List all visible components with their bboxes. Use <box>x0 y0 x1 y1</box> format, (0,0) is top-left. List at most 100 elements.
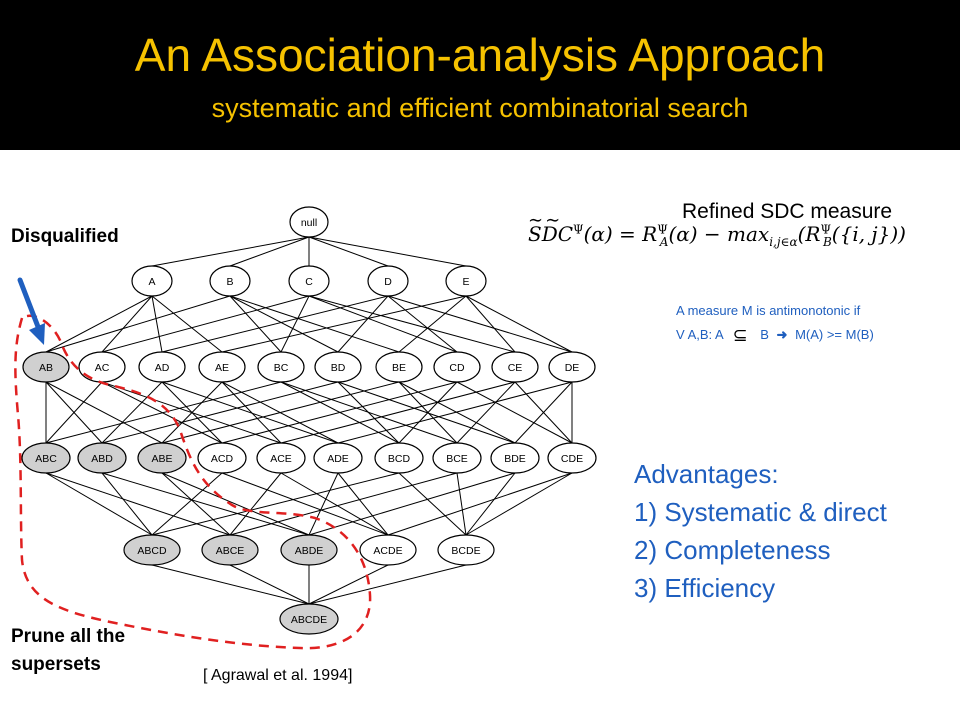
antimonotonic-condition-c: M(A) >= M(B) <box>795 327 874 342</box>
itemset-node-shape <box>548 351 596 383</box>
itemset-node-null: null <box>289 206 329 238</box>
itemset-node-label: ABCDE <box>291 614 327 626</box>
antimonotonic-line2: V A,B: A ⊆ B ➜ M(A) >= M(B) <box>676 326 874 344</box>
lattice-edge <box>161 472 310 536</box>
lattice-edge <box>465 472 516 536</box>
itemset-node-shape <box>197 442 247 474</box>
lattice-edge <box>221 472 389 536</box>
itemset-node-label: E <box>462 276 469 288</box>
lattice-edge <box>398 295 467 353</box>
lattice-edge <box>45 472 231 536</box>
lattice-edge <box>280 381 516 444</box>
lattice-edge <box>398 472 467 536</box>
lattice-edge <box>221 381 458 444</box>
itemset-node-label: BE <box>392 362 406 374</box>
itemset-node-shape <box>123 534 181 566</box>
lattice-edge <box>161 381 400 444</box>
lattice-edge <box>308 295 516 353</box>
lattice-edge <box>101 472 153 536</box>
itemset-node-bcde: BCDE <box>437 534 495 566</box>
itemset-node-label: ACE <box>270 453 292 465</box>
itemset-node-label: AE <box>215 362 229 374</box>
itemset-node-shape <box>131 265 173 297</box>
itemset-node-bde: BDE <box>490 442 540 474</box>
lattice-edge <box>229 295 400 353</box>
lattice-edge <box>101 381 163 444</box>
itemset-node-shape <box>201 534 259 566</box>
citation: [ Agrawal et al. 1994] <box>203 667 353 684</box>
lattice-edge <box>465 295 516 353</box>
lattice-edge <box>398 381 516 444</box>
itemset-node-shape <box>279 603 339 635</box>
itemset-node-shape <box>257 351 305 383</box>
itemset-node-label: AC <box>95 362 110 374</box>
itemset-node-label: ACDE <box>373 545 402 557</box>
itemset-node-c: C <box>288 265 330 297</box>
lattice-edge <box>229 295 282 353</box>
lattice-edge <box>45 295 231 353</box>
lattice-edge <box>161 381 223 444</box>
lattice-edge <box>101 295 153 353</box>
lattice-edge <box>308 295 458 353</box>
lattice-edge <box>45 295 153 353</box>
antimonotonic-line1: A measure M is antimonotonic if <box>676 303 861 318</box>
implies-arrow-icon: ➜ <box>776 327 788 342</box>
antimonotonic-condition-a: V A,B: A <box>676 327 723 342</box>
lattice-edge <box>101 472 310 536</box>
itemset-node-cde: CDE <box>547 442 597 474</box>
lattice-edge <box>308 564 467 605</box>
prune-label-line2: supersets <box>11 654 101 675</box>
lattice-edge <box>387 295 458 353</box>
itemset-node-shape <box>490 442 540 474</box>
itemset-node-shape <box>437 534 495 566</box>
itemset-node-shape <box>77 442 127 474</box>
itemset-node-bd: BD <box>314 351 362 383</box>
lattice-edge <box>308 472 339 536</box>
itemset-node-shape <box>375 351 423 383</box>
lattice-edge <box>151 472 223 536</box>
lattice-edge <box>456 472 467 536</box>
itemset-node-d: D <box>367 265 409 297</box>
itemset-node-shape <box>432 442 482 474</box>
itemset-node-shape <box>374 442 424 474</box>
itemset-node-shape <box>288 265 330 297</box>
itemset-node-b: B <box>209 265 251 297</box>
lattice-edge <box>387 472 573 536</box>
advantage-item: 2) Completeness <box>634 535 831 565</box>
itemset-node-shape <box>22 351 70 383</box>
itemset-node-label: CD <box>449 362 465 374</box>
lattice-edge <box>229 564 310 605</box>
lattice-edge <box>229 472 458 536</box>
itemset-node-shape <box>367 265 409 297</box>
lattice-edge <box>101 295 310 353</box>
itemset-node-shape <box>547 442 597 474</box>
lattice-edge <box>151 295 223 353</box>
measure-heading: Refined SDC measure <box>682 200 893 223</box>
itemset-node-shape <box>433 351 481 383</box>
itemset-node-label: BCE <box>446 453 468 465</box>
itemset-node-acde: ACDE <box>359 534 417 566</box>
lattice-edge <box>280 295 310 353</box>
itemset-node-shape <box>256 442 306 474</box>
title-banner: An Association-analysis Approach systema… <box>0 0 960 150</box>
itemset-node-cd: CD <box>433 351 481 383</box>
itemset-node-label: ACD <box>211 453 234 465</box>
lattice-edge <box>308 472 516 536</box>
itemset-node-bc: BC <box>257 351 305 383</box>
itemset-node-e: E <box>445 265 487 297</box>
itemset-node-a: A <box>131 265 173 297</box>
lattice-edge <box>151 236 310 267</box>
lattice-edge <box>229 236 310 267</box>
itemset-node-ade: ADE <box>313 442 363 474</box>
itemset-node-shape <box>138 351 186 383</box>
itemset-node-label: ABC <box>35 453 57 465</box>
advantages-heading: Advantages: <box>634 459 779 489</box>
lattice-edge <box>308 564 389 605</box>
itemset-node-label: AD <box>155 362 170 374</box>
itemset-node-shape <box>491 351 539 383</box>
lattice-edge <box>45 381 163 444</box>
lattice-edge <box>337 472 389 536</box>
lattice-edge <box>45 381 103 444</box>
